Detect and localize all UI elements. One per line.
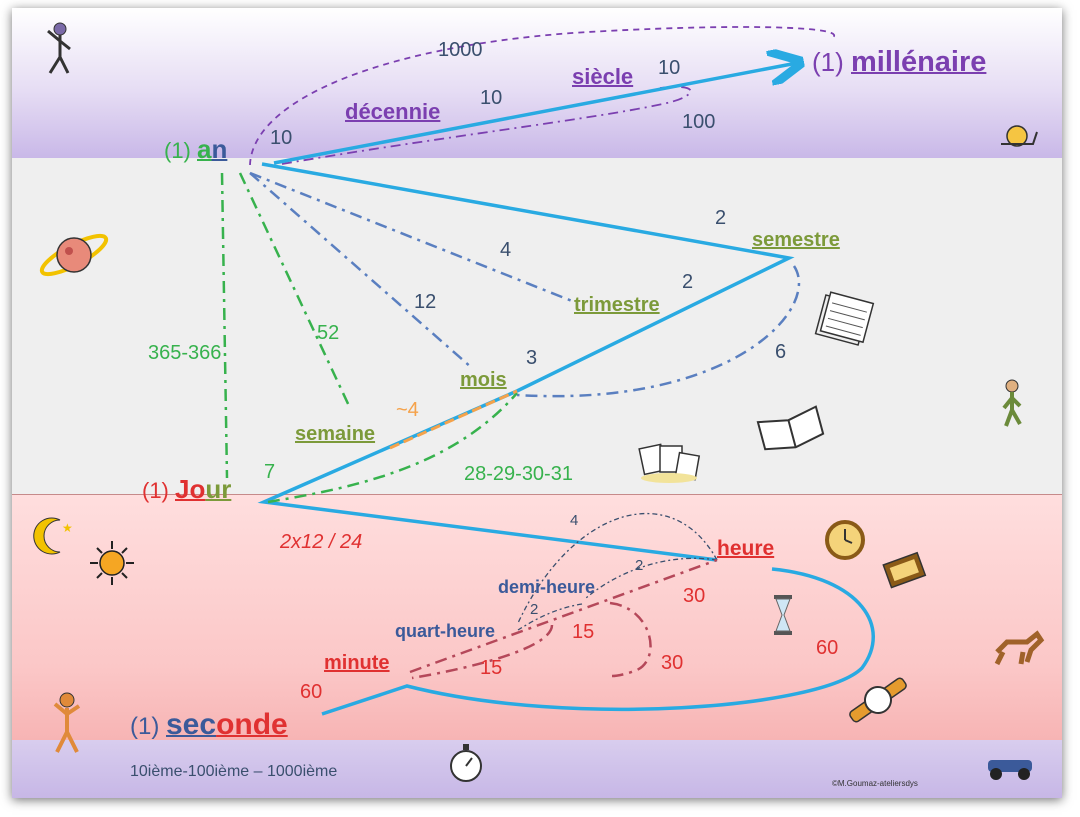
num-6: 6 [775,341,787,363]
snail-icon [1001,125,1038,147]
curve-an-millenaire [249,26,835,166]
runner-icon [53,692,81,753]
num-2-semestre: 2 [715,207,727,229]
unit-jour-prefix: (1) [142,478,175,503]
path-heure-seconde [321,567,875,716]
num-2-trimestre: 2 [682,271,694,293]
unit-mois: mois [460,369,507,391]
svg-text:★: ★ [62,521,73,535]
unit-jour-jo: Jo [175,474,206,504]
arrow-an-millenaire [273,63,797,165]
unit-demi-heure: demi-heure [498,577,596,597]
num-365-366: 365-366 [148,342,222,364]
dash-15-loop [411,624,554,680]
num-2-quart: 2 [530,601,539,618]
unit-millenaire-prefix: (1) [812,47,851,77]
unit-seconde: (1) seconde [130,710,288,740]
num-2-demi: 2 [635,557,644,574]
dash-semaine-mois [389,389,518,450]
num-30-b: 30 [661,652,684,674]
dash-an-trimestre [249,171,578,305]
hourglass-icon [774,595,792,635]
book-icon [756,405,825,451]
unit-quart-heure: quart-heure [395,621,496,641]
diagram-frame: ★ [12,8,1062,798]
num-60-heure: 60 [816,637,839,659]
planet-icon [39,233,109,277]
relations-diagram: ★ [33,22,1045,782]
wristwatch-icon [849,677,907,723]
num-15-b: 15 [480,657,503,679]
unit-seconde-prefix: (1) [130,713,166,740]
unit-semestre: semestre [752,229,840,251]
unit-heure: heure [717,537,775,560]
num-30-a: 30 [683,585,706,607]
walker-icon [1002,379,1022,427]
dash-jour-mois [267,392,518,504]
unit-an-a: a [197,134,212,164]
curve-an-siecle [281,86,692,165]
calendar-icon [814,291,875,346]
unit-siecle: siècle [572,64,634,89]
arc-heure-2 [585,557,718,599]
num-4-heure: 4 [570,512,579,529]
dash-30-loop [609,601,652,678]
unit-jour: (1) Jour [142,476,231,502]
num-10-siecle: 10 [658,57,681,79]
unit-an-prefix: (1) [164,138,197,163]
laptop-icon [882,551,927,589]
racecar-icon [988,760,1032,780]
num-2x12-24: 2x12 / 24 [280,531,363,553]
footer-fractions: 10ième-100ième – 1000ième [130,763,338,780]
unit-jour-ur: ur [205,474,232,504]
num-3: 3 [526,347,538,369]
sun-icon [90,541,134,585]
moon-icon: ★ [33,517,73,555]
band-fractions [12,740,1062,798]
dancer-icon [47,22,71,74]
dash-an-jour [220,172,229,479]
num-12: 12 [414,291,437,313]
unit-seconde-onde: onde [216,708,288,741]
unit-millenaire-word: millénaire [851,46,987,78]
num-52: 52 [317,322,340,344]
unit-trimestre: trimestre [574,294,660,316]
dash-semestre-mois [516,265,801,398]
dash-minute-heure [409,558,718,674]
unit-seconde-sec: sec [166,708,217,741]
num-7: 7 [264,461,276,483]
unit-millenaire: (1) millénaire [812,48,986,77]
num-28-31: 28-29-30-31 [464,463,573,485]
num-10-an: 10 [270,127,293,149]
stopwatch-icon [450,744,482,782]
unit-minute: minute [324,652,390,674]
date-cards-icon [638,443,701,483]
num-1000: 1000 [438,39,483,61]
dash-an-mois [249,172,473,369]
clock-icon [825,520,865,560]
num-60-minute: 60 [300,681,323,703]
footer-credit: ©M.Goumaz-ateliersdys [832,779,918,788]
dash-an-semaine [238,172,352,409]
num-10-decennie: 10 [480,87,503,109]
num-4-trimestre: 4 [500,239,512,261]
arc-demi-2 [517,603,583,631]
unit-an: (1) an [164,136,227,162]
num-15-a: 15 [572,621,595,643]
unit-semaine: semaine [295,423,376,445]
band-years [12,8,1062,159]
unit-decennie: décennie [345,99,441,124]
unit-an-n: n [211,134,228,164]
horse-icon [994,630,1045,666]
num-100: 100 [682,111,716,133]
num-approx-4: ~4 [396,399,419,421]
